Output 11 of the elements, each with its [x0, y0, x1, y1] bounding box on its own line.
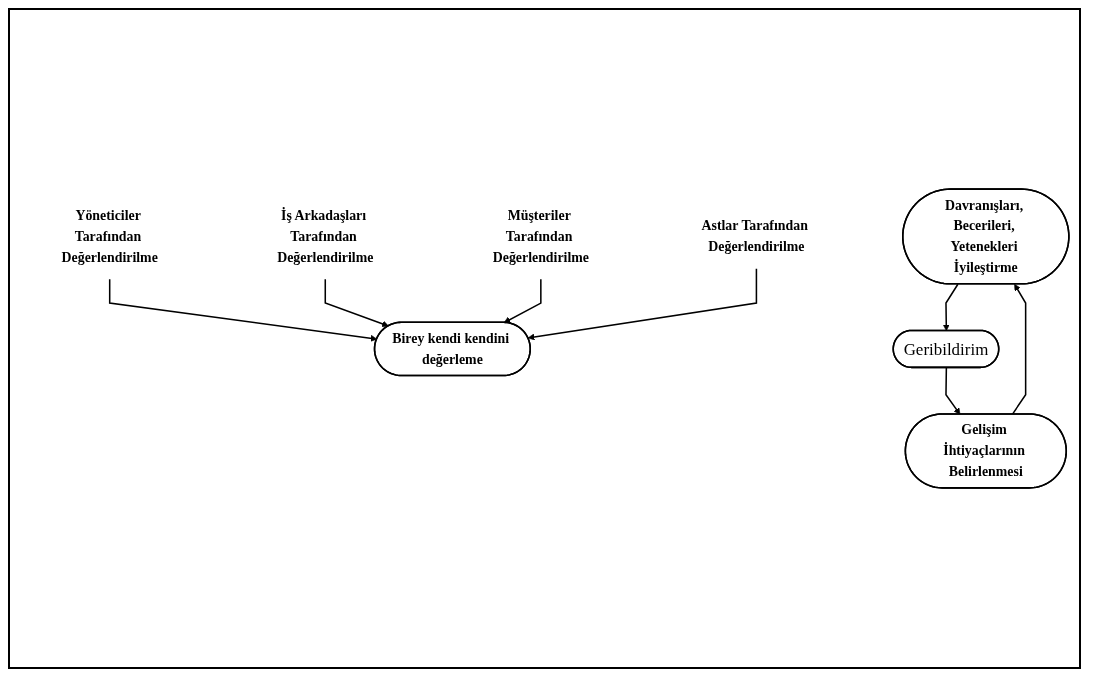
node-text: İş Arkadaşları Tarafından Değerlendirilme [276, 207, 373, 265]
node-text: Müşteriler Tarafından Değerlendirilme [492, 207, 589, 265]
arrow [944, 367, 960, 415]
arrow [942, 283, 959, 332]
arrow [503, 278, 542, 323]
arrow [108, 278, 377, 342]
node-text: Yöneticiler Tarafından Değerlendirilme [61, 207, 158, 265]
diagram-frame: Davranışları, Becerileri, Yetenekleri İyileştirme Yöneticiler Tarafından Değerlendirilme Gelişim İhtiyaçlarının Belirlenmesi İş Arkadaşları Tarafından Değerlendirilme Birey kendi kendini değerleme Müşteriler Tarafından Değerlendirilme Astlar Tarafından Değerlendirilme Geribildirim [8, 8, 1081, 669]
arrow [324, 278, 389, 328]
arrow [527, 268, 757, 341]
node-text: Astlar Tarafından Değerlendirilme [700, 218, 808, 255]
